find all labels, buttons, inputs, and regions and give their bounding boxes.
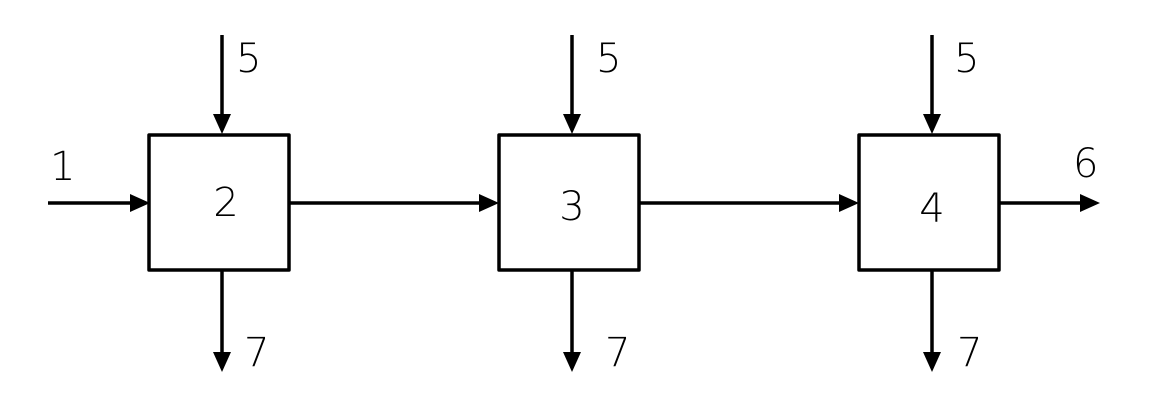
stage-4-label: 4: [919, 186, 944, 232]
output-label: 6: [1073, 141, 1098, 187]
stage-3-group: 5 3 7: [497, 35, 641, 376]
feed-label-stage-2: 5: [236, 36, 261, 82]
drain-arrow-stage-2: [213, 270, 231, 372]
drain-arrow-stage-3: [563, 270, 581, 372]
stage-2-group: 5 2 7: [147, 35, 291, 376]
stage-2-label: 2: [213, 180, 238, 226]
drain-label-stage-3: 7: [605, 330, 630, 376]
connector-arrow-2-3: [289, 194, 499, 212]
feed-arrow-stage-3: [563, 35, 581, 134]
stage-3-box: [497, 133, 641, 272]
feed-label-stage-3: 5: [596, 36, 621, 82]
feed-arrow-stage-4: [923, 35, 941, 134]
feed-arrow-stage-2: [213, 35, 231, 134]
input-arrow: [48, 194, 150, 212]
stage-4-group: 5 4 7: [857, 35, 1001, 376]
feed-label-stage-4: 5: [954, 36, 979, 82]
connector-arrow-3-4: [639, 194, 859, 212]
drain-arrow-stage-4: [923, 270, 941, 372]
output-arrow: [999, 194, 1100, 212]
stage-3-label: 3: [559, 184, 584, 230]
drain-label-stage-4: 7: [957, 330, 982, 376]
input-label: 1: [50, 144, 75, 190]
drain-label-stage-2: 7: [244, 330, 269, 376]
